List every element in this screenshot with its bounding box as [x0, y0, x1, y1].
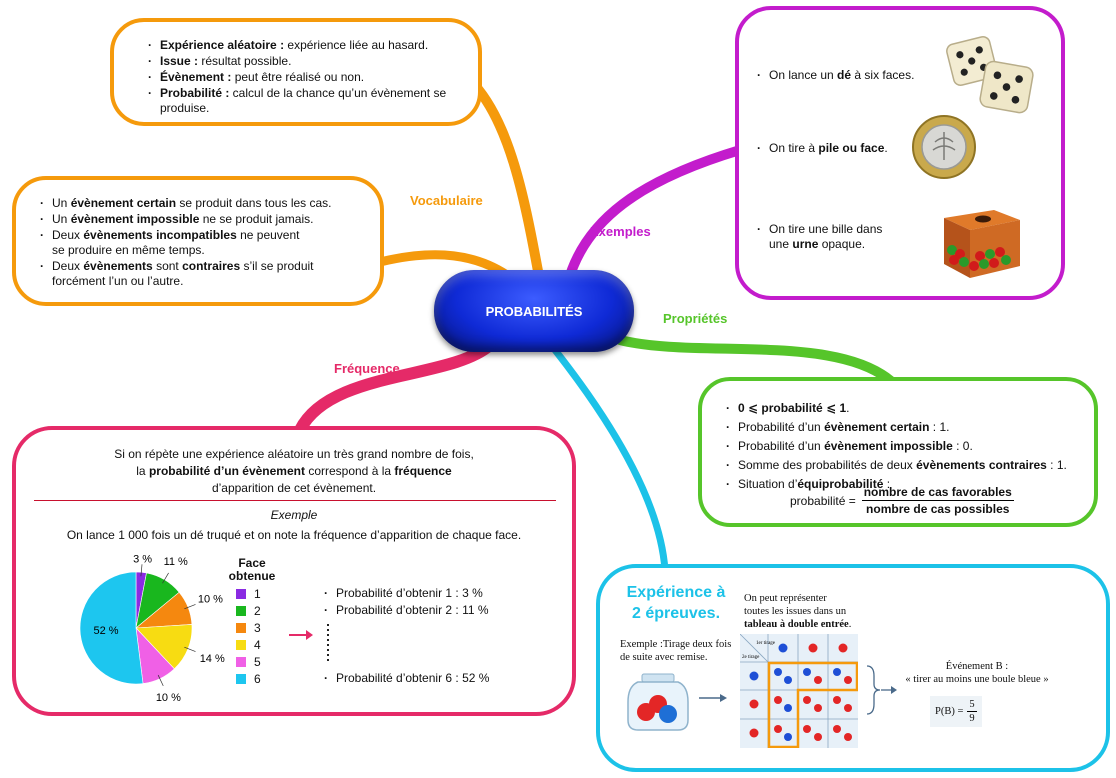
legend-swatch	[236, 639, 246, 650]
vocab-list: Expérience aléatoire : expérience liée a…	[146, 38, 464, 116]
pie-slice-6	[79, 571, 144, 685]
exemple-de: On lance un dé à six faces.	[755, 68, 914, 84]
jar-icon	[627, 673, 689, 731]
branch-vocabulaire-upper	[465, 75, 545, 287]
propriete-item: Situation d’équiprobabilité :	[724, 475, 1084, 493]
legend-item-5: 5	[236, 653, 280, 670]
pie-label-4: 14 %	[200, 653, 225, 665]
legend-swatch	[236, 673, 246, 684]
proba-item: Probabilité d’obtenir 2 : 11 %	[322, 602, 489, 618]
vocab-item: Issue : résultat possible.	[146, 54, 464, 69]
center-node: PROBABILITÉS	[434, 270, 634, 352]
experience-text: On peut représenter toutes les issues da…	[744, 593, 852, 630]
pie-leader-5	[157, 674, 164, 687]
tirage-1-label: 1er tirage	[756, 641, 776, 646]
pie-label-5: 10 %	[156, 692, 181, 704]
legend-item-4: 4	[236, 636, 280, 653]
proba-list: Probabilité d’obtenir 1 : 3 % Probabilit…	[322, 585, 489, 687]
label-frequence: Fréquence	[334, 361, 400, 376]
pie-leader-3	[184, 604, 196, 610]
legend-label: 1	[254, 586, 261, 601]
pie-leader-2	[162, 572, 169, 584]
exemple-text: On lance 1 000 fois un dé truqué et on n…	[66, 528, 522, 542]
event-item: Deux évènements sont contraires s’il se …	[38, 259, 370, 289]
vocab-box: Expérience aléatoire : expérience liée a…	[110, 18, 482, 126]
legend-item-2: 2	[236, 602, 280, 619]
coin-icon	[912, 115, 976, 179]
branch-experience	[551, 346, 669, 574]
propriete-item: Probabilité d’un évènement impossible : …	[724, 437, 1084, 455]
legend-item-6: 6	[236, 670, 280, 687]
branch-frequence	[294, 339, 496, 436]
propriete-item: Somme des probabilités de deux évènement…	[724, 456, 1084, 474]
pie-chart: 3 % 11 % 10 % 14 % 10 % 52 %	[79, 553, 225, 704]
exemples-box: On lance un dé à six faces. On tire à pi…	[735, 6, 1065, 300]
label-vocabulaire: Vocabulaire	[410, 193, 483, 208]
label-exemples: Exemples	[590, 224, 651, 239]
legend-item-3: 3	[236, 619, 280, 636]
vocab-item: Probabilité : calcul de la chance qu’un …	[146, 86, 460, 116]
frequence-divider	[34, 500, 556, 501]
pie-label-3: 10 %	[198, 594, 223, 606]
dice-icon	[946, 36, 1034, 114]
center-title: PROBABILITÉS	[485, 303, 583, 319]
pie-label-1: 3 %	[133, 553, 152, 565]
event-b-description: Événement B : « tirer au moins une boule…	[905, 661, 1049, 685]
frequence-definition: Si on répète une expérience aléatoire un…	[114, 447, 474, 495]
legend-label: 3	[254, 620, 261, 635]
branch-exemples	[563, 145, 745, 287]
tirage-2-label: 2e tirage	[742, 655, 760, 660]
legend-label: 2	[254, 603, 261, 618]
legend-label: 5	[254, 654, 261, 669]
event-item: Un évènement impossible ne se produit ja…	[38, 212, 370, 227]
propriete-item: Probabilité d’un évènement certain : 1.	[724, 418, 1084, 436]
frequence-box: Si on répète une expérience aléatoire un…	[12, 426, 576, 716]
pb-formula: P(B) = 5 9	[930, 696, 982, 727]
proprietes-box: 0 ⩽ probabilité ⩽ 1. Probabilité d’un év…	[698, 377, 1098, 527]
brace-icon	[866, 665, 897, 715]
arrow-icon	[699, 694, 727, 702]
formula-equiprobabilite: probabilité = nombre de cas favorables n…	[790, 485, 1014, 516]
legend-swatch	[236, 588, 246, 599]
vocab-item: Expérience aléatoire : expérience liée a…	[146, 38, 464, 53]
exemple-title: Exemple	[270, 508, 318, 522]
formula-fraction: nombre de cas favorables nombre de cas p…	[861, 485, 1014, 516]
label-proprietes: Propriétés	[663, 311, 728, 326]
proba-ellipsis	[327, 624, 329, 664]
pie-label-6: 52 %	[94, 625, 119, 637]
pie-leader-4	[184, 646, 196, 652]
legend-swatch	[236, 656, 246, 667]
arrow-icon	[289, 630, 313, 640]
exemple-piece: On tire à pile ou face.	[755, 141, 888, 157]
pie-leader-1	[140, 564, 143, 577]
experience-exemple: Exemple :Tirage deux fois de suite avec …	[620, 639, 732, 663]
proba-item: Probabilité d’obtenir 1 : 3 %	[322, 585, 489, 601]
legend-swatch	[236, 605, 246, 616]
double-entry-table: 1er tirage 2e tirage	[740, 634, 858, 748]
vocab-item: Évènement : peut être réalisé ou non.	[146, 70, 464, 85]
legend-label: 6	[254, 671, 261, 686]
proba-item: Probabilité d’obtenir 6 : 52 %	[322, 670, 489, 686]
legend-swatch	[236, 622, 246, 633]
event-item: Deux évènements incompatibles ne peuvent…	[38, 228, 370, 258]
urn-icon	[944, 210, 1020, 278]
propriete-item: 0 ⩽ probabilité ⩽ 1.	[724, 399, 1084, 417]
events-list: Un évènement certain se produit dans tou…	[38, 196, 370, 289]
event-item: Un évènement certain se produit dans tou…	[38, 196, 370, 211]
pie-label-2: 11 %	[164, 556, 188, 568]
proprietes-list: 0 ⩽ probabilité ⩽ 1. Probabilité d’un év…	[724, 399, 1084, 493]
branch-proprietes	[615, 335, 905, 395]
events-box: Un évènement certain se produit dans tou…	[12, 176, 384, 306]
legend-item-1: 1	[236, 585, 280, 602]
legend-label: 4	[254, 637, 261, 652]
